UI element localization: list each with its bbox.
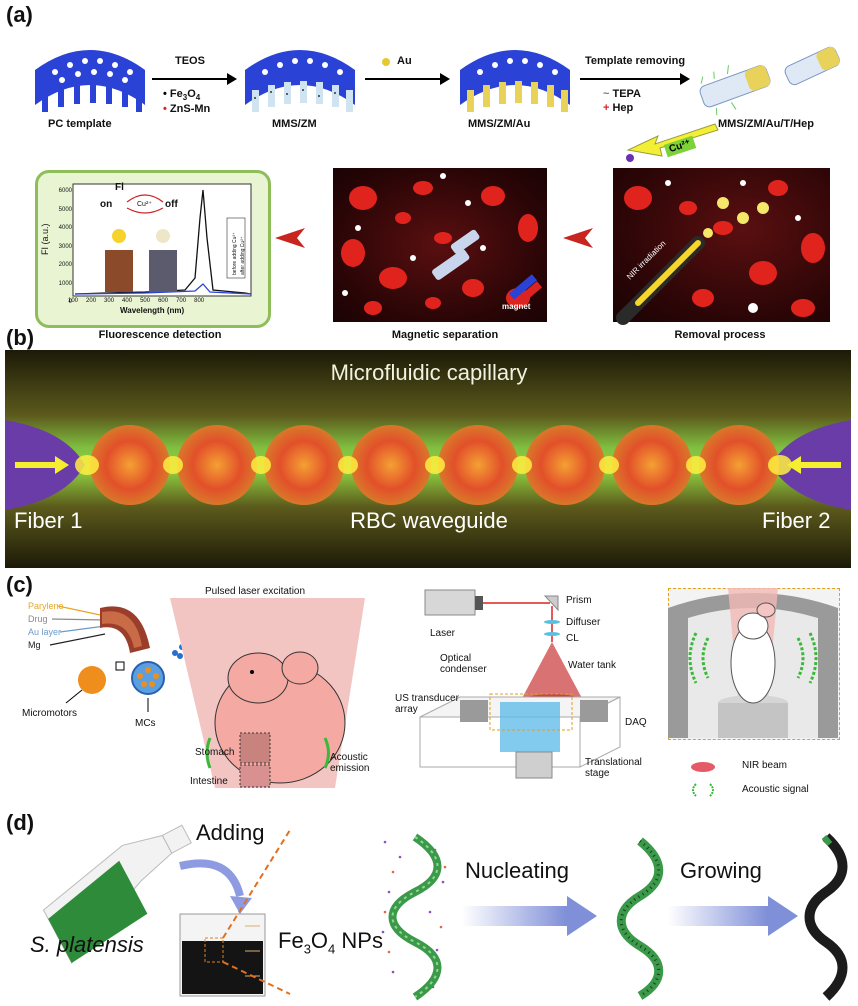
fluorescence-caption: Fluorescence detection xyxy=(98,329,222,341)
red-arrow-left-1 xyxy=(275,228,305,248)
rbc-waveguide-visual xyxy=(5,420,851,510)
acoustic-signal-label: Acoustic signal xyxy=(742,784,809,795)
stage-label: Translational stage xyxy=(585,757,642,779)
acoustic-emission-label: Acoustic emission xyxy=(330,752,370,774)
graph-legend-2: after adding Cu²⁺ xyxy=(240,236,246,276)
au-particle-icon xyxy=(382,58,390,66)
magnetic-caption: Magnetic separation xyxy=(391,329,499,341)
fiber2-label: Fiber 2 xyxy=(762,508,831,533)
acoustic-signal-icon xyxy=(692,783,714,797)
laser-label: Laser xyxy=(430,628,456,639)
fluorescence-chart xyxy=(72,183,252,297)
nir-beam-icon xyxy=(691,762,715,772)
optical-condenser-label: Optical condenser xyxy=(440,653,487,675)
np-label: Fe3O4 NPs xyxy=(278,928,383,957)
magnet-label: magnet xyxy=(502,302,531,311)
intestine-label: Intestine xyxy=(190,776,228,787)
final-nanorods-illustration xyxy=(699,46,840,116)
pc-template-label: PC template xyxy=(48,118,112,130)
pc-template-illustration xyxy=(35,50,145,112)
panel-c-label: (c) xyxy=(6,572,33,597)
arrow-template-removing xyxy=(580,73,690,85)
graph-xlabel: Wavelength (nm) xyxy=(120,306,185,315)
prism-label: Prism xyxy=(566,595,592,606)
graph-off-label: off xyxy=(165,199,178,210)
magnetic-cells xyxy=(341,173,543,315)
panel-b-label: (b) xyxy=(6,325,35,350)
template-removing-label: Template removing xyxy=(585,55,686,67)
graph-ylabel: FI (a.u.) xyxy=(40,223,50,255)
spiral-grown xyxy=(804,833,848,1001)
teos-label: TEOS xyxy=(175,55,205,67)
nir-beam-label: NIR beam xyxy=(742,760,788,771)
mouse-illustration xyxy=(170,598,365,788)
spiral-nucleated xyxy=(616,837,664,1000)
znsmn-label: • ZnS-Mn xyxy=(163,103,211,115)
fiber1-label: Fiber 1 xyxy=(14,508,83,533)
nucleating-label: Nucleating xyxy=(465,858,569,883)
spiral-with-nps xyxy=(381,833,447,1001)
capillary-label: Microfluidic capillary xyxy=(330,360,528,385)
flask-beaker-illustration xyxy=(42,824,291,997)
pulsed-laser-label: Pulsed laser excitation xyxy=(205,586,306,597)
fe3o4-label: • Fe3O4 xyxy=(163,88,201,103)
graph-cu-arrow-label: Cu²⁺ xyxy=(137,201,152,208)
graph-legend-1: before adding Cu²⁺ xyxy=(232,232,238,275)
pa-setup-illustration xyxy=(419,589,621,779)
layer-labels: Parylene Drug Au layer Mg xyxy=(28,601,64,650)
cl-label: CL xyxy=(566,633,579,644)
mms-zm-illustration xyxy=(245,50,355,112)
growing-arrow xyxy=(668,896,798,936)
graph-fl-label: Fl xyxy=(115,182,124,193)
panel-d-label: (d) xyxy=(6,810,35,835)
panel-a-label: (a) xyxy=(6,2,33,27)
yellow-arrow xyxy=(626,123,719,162)
au-label: Au xyxy=(397,55,412,67)
adding-label: Adding xyxy=(196,820,265,845)
arrow-teos xyxy=(152,73,237,85)
mms-zm-au-label: MMS/ZM/Au xyxy=(468,118,531,130)
daq-label: DAQ xyxy=(625,717,647,728)
waveguide-label: RBC waveguide xyxy=(350,508,508,533)
mouse-platform-illustration xyxy=(668,588,838,738)
mms-zm-label: MMS/ZM xyxy=(272,118,317,130)
nucleating-arrow xyxy=(462,896,597,936)
diffuser-label: Diffuser xyxy=(566,617,601,628)
micromotors-label: Micromotors xyxy=(22,708,78,719)
stomach-label: Stomach xyxy=(195,747,235,758)
removal-caption: Removal process xyxy=(674,329,766,341)
red-arrow-left-2 xyxy=(563,228,593,248)
tepa-label: ~ TEPA xyxy=(603,88,642,100)
final-label: MMS/ZM/Au/T/Hep xyxy=(718,118,814,130)
hep-label: + Hep xyxy=(603,102,634,114)
species-label: S. platensis xyxy=(30,932,144,957)
graph-on-label: on xyxy=(100,199,113,210)
mcs-label: MCs xyxy=(135,718,156,729)
arrow-au xyxy=(365,73,450,85)
removal-cells xyxy=(616,180,825,325)
us-array-label: US transducer array xyxy=(395,693,459,715)
mms-zm-au-illustration xyxy=(460,50,570,112)
micromotor-diagram xyxy=(49,605,185,712)
water-tank-label: Water tank xyxy=(568,660,616,671)
growing-label: Growing xyxy=(680,858,762,883)
